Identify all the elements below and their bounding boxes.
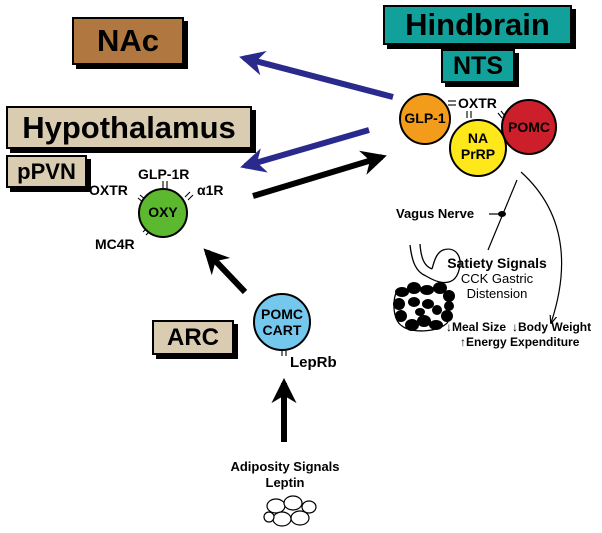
pomc-cart-neuron [253,293,311,351]
hindbrain-to-outcome-arrow [520,171,563,323]
arc-to-ppvn-arrow [203,248,248,295]
satiety-signals-cck: CCK Gastric [460,271,534,286]
glp1r-receptor-label: GLP-1R [138,166,190,182]
body-weight-outcome: ↓Body Weight [512,320,592,334]
intestine-loops [393,282,455,331]
prrp-label: PrRP [460,146,496,162]
adipocyte-cluster-icon [263,495,317,527]
nts-region: NTS [441,49,515,83]
oxy-label: OXY [148,204,178,220]
leptin-label: Leptin [265,475,305,490]
satiety-signals-distension: Distension [466,286,528,301]
alpha1r-receptor-label: α1R [197,182,224,198]
arc-label: ARC [167,323,219,351]
glp1-neuron [399,93,451,145]
na-label: NA [467,130,489,146]
glp1-label: GLP-1 [404,110,446,126]
nts-to-ppvn-arrow [240,127,370,173]
arc-region: ARC [152,320,234,355]
meal-size-outcome: ↓Meal Size [446,320,507,334]
nac-label: NAc [96,23,159,58]
oxy-neuron [138,188,188,238]
leprb-receptor-label: LepRb [290,354,337,371]
na-prrp-neuron [449,119,507,177]
mc4r-receptor-label: MC4R [95,236,135,252]
vagus-nerve-label: Vagus Nerve [396,206,475,221]
adiposity-signals-title: Adiposity Signals [230,459,340,474]
pomc-nts-neuron [501,99,557,155]
ppvn-to-nts-arrow [252,150,387,199]
pomc-cart-label-1: POMC [261,306,303,322]
satiety-signals-title: Satiety Signals [447,255,547,271]
nts-label: NTS [453,51,503,80]
pomc-cart-label-2: CART [262,322,302,338]
hindbrain-region: Hindbrain [383,5,572,45]
hypothalamus-region: Hypothalamus [6,106,252,149]
hypothalamus-label: Hypothalamus [22,109,236,145]
pomc-nts-label: POMC [508,119,550,135]
ppvn-region: pPVN [6,155,87,188]
oxtr-pvn-receptor-label: OXTR [89,182,128,198]
ppvn-label: pPVN [17,158,76,184]
nac-region: NAc [72,17,184,65]
nts-to-nac-arrow [239,50,394,100]
oxtr-nts-receptor-label: OXTR [458,95,497,111]
vagus-nerve-ending-dot [498,211,506,217]
hindbrain-label: Hindbrain [405,7,550,42]
energy-expenditure-outcome: ↑Energy Expenditure [460,335,580,349]
